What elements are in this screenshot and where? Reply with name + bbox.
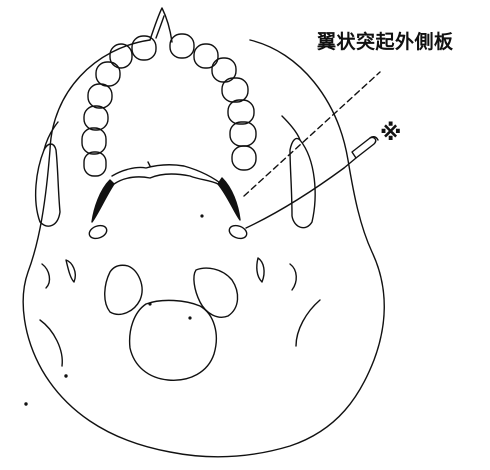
pterygoid-plate-right (218, 178, 240, 220)
plate-leader-line (244, 72, 380, 196)
teeth-right (132, 34, 256, 170)
foramen-left (87, 223, 108, 240)
dot-2 (149, 303, 151, 305)
mastoid-left (40, 320, 62, 366)
needle-mark-label: ※ (380, 121, 401, 146)
dot-1 (201, 215, 203, 217)
dot-5 (25, 403, 27, 405)
condyle-right (194, 268, 238, 317)
foramen-magnum (130, 300, 217, 380)
palate-outline (112, 165, 224, 186)
lateral-notch-left (66, 260, 75, 282)
pterygoid-plate-label: 翼状突起外側板 (317, 27, 454, 54)
zygomatic-arch-right (290, 138, 315, 227)
palatal-edge (114, 174, 218, 184)
needle-icon (344, 137, 378, 168)
palatal-tick (148, 162, 150, 166)
teeth-left (82, 44, 132, 176)
dot-3 (189, 317, 191, 319)
lateral-notch-left-2 (42, 264, 49, 288)
dot-4 (65, 375, 67, 377)
skull-outline (23, 40, 384, 457)
zygomatic-arch-left (36, 144, 60, 226)
lateral-notch-right (257, 258, 264, 282)
mastoid-right (296, 300, 320, 346)
cheek-right (282, 116, 300, 140)
needle-leader-line (246, 168, 344, 228)
condyle-left (105, 265, 142, 314)
pterygoid-plate-left (92, 180, 114, 222)
lateral-notch-right-2 (290, 264, 296, 290)
foramen-right (227, 223, 248, 240)
